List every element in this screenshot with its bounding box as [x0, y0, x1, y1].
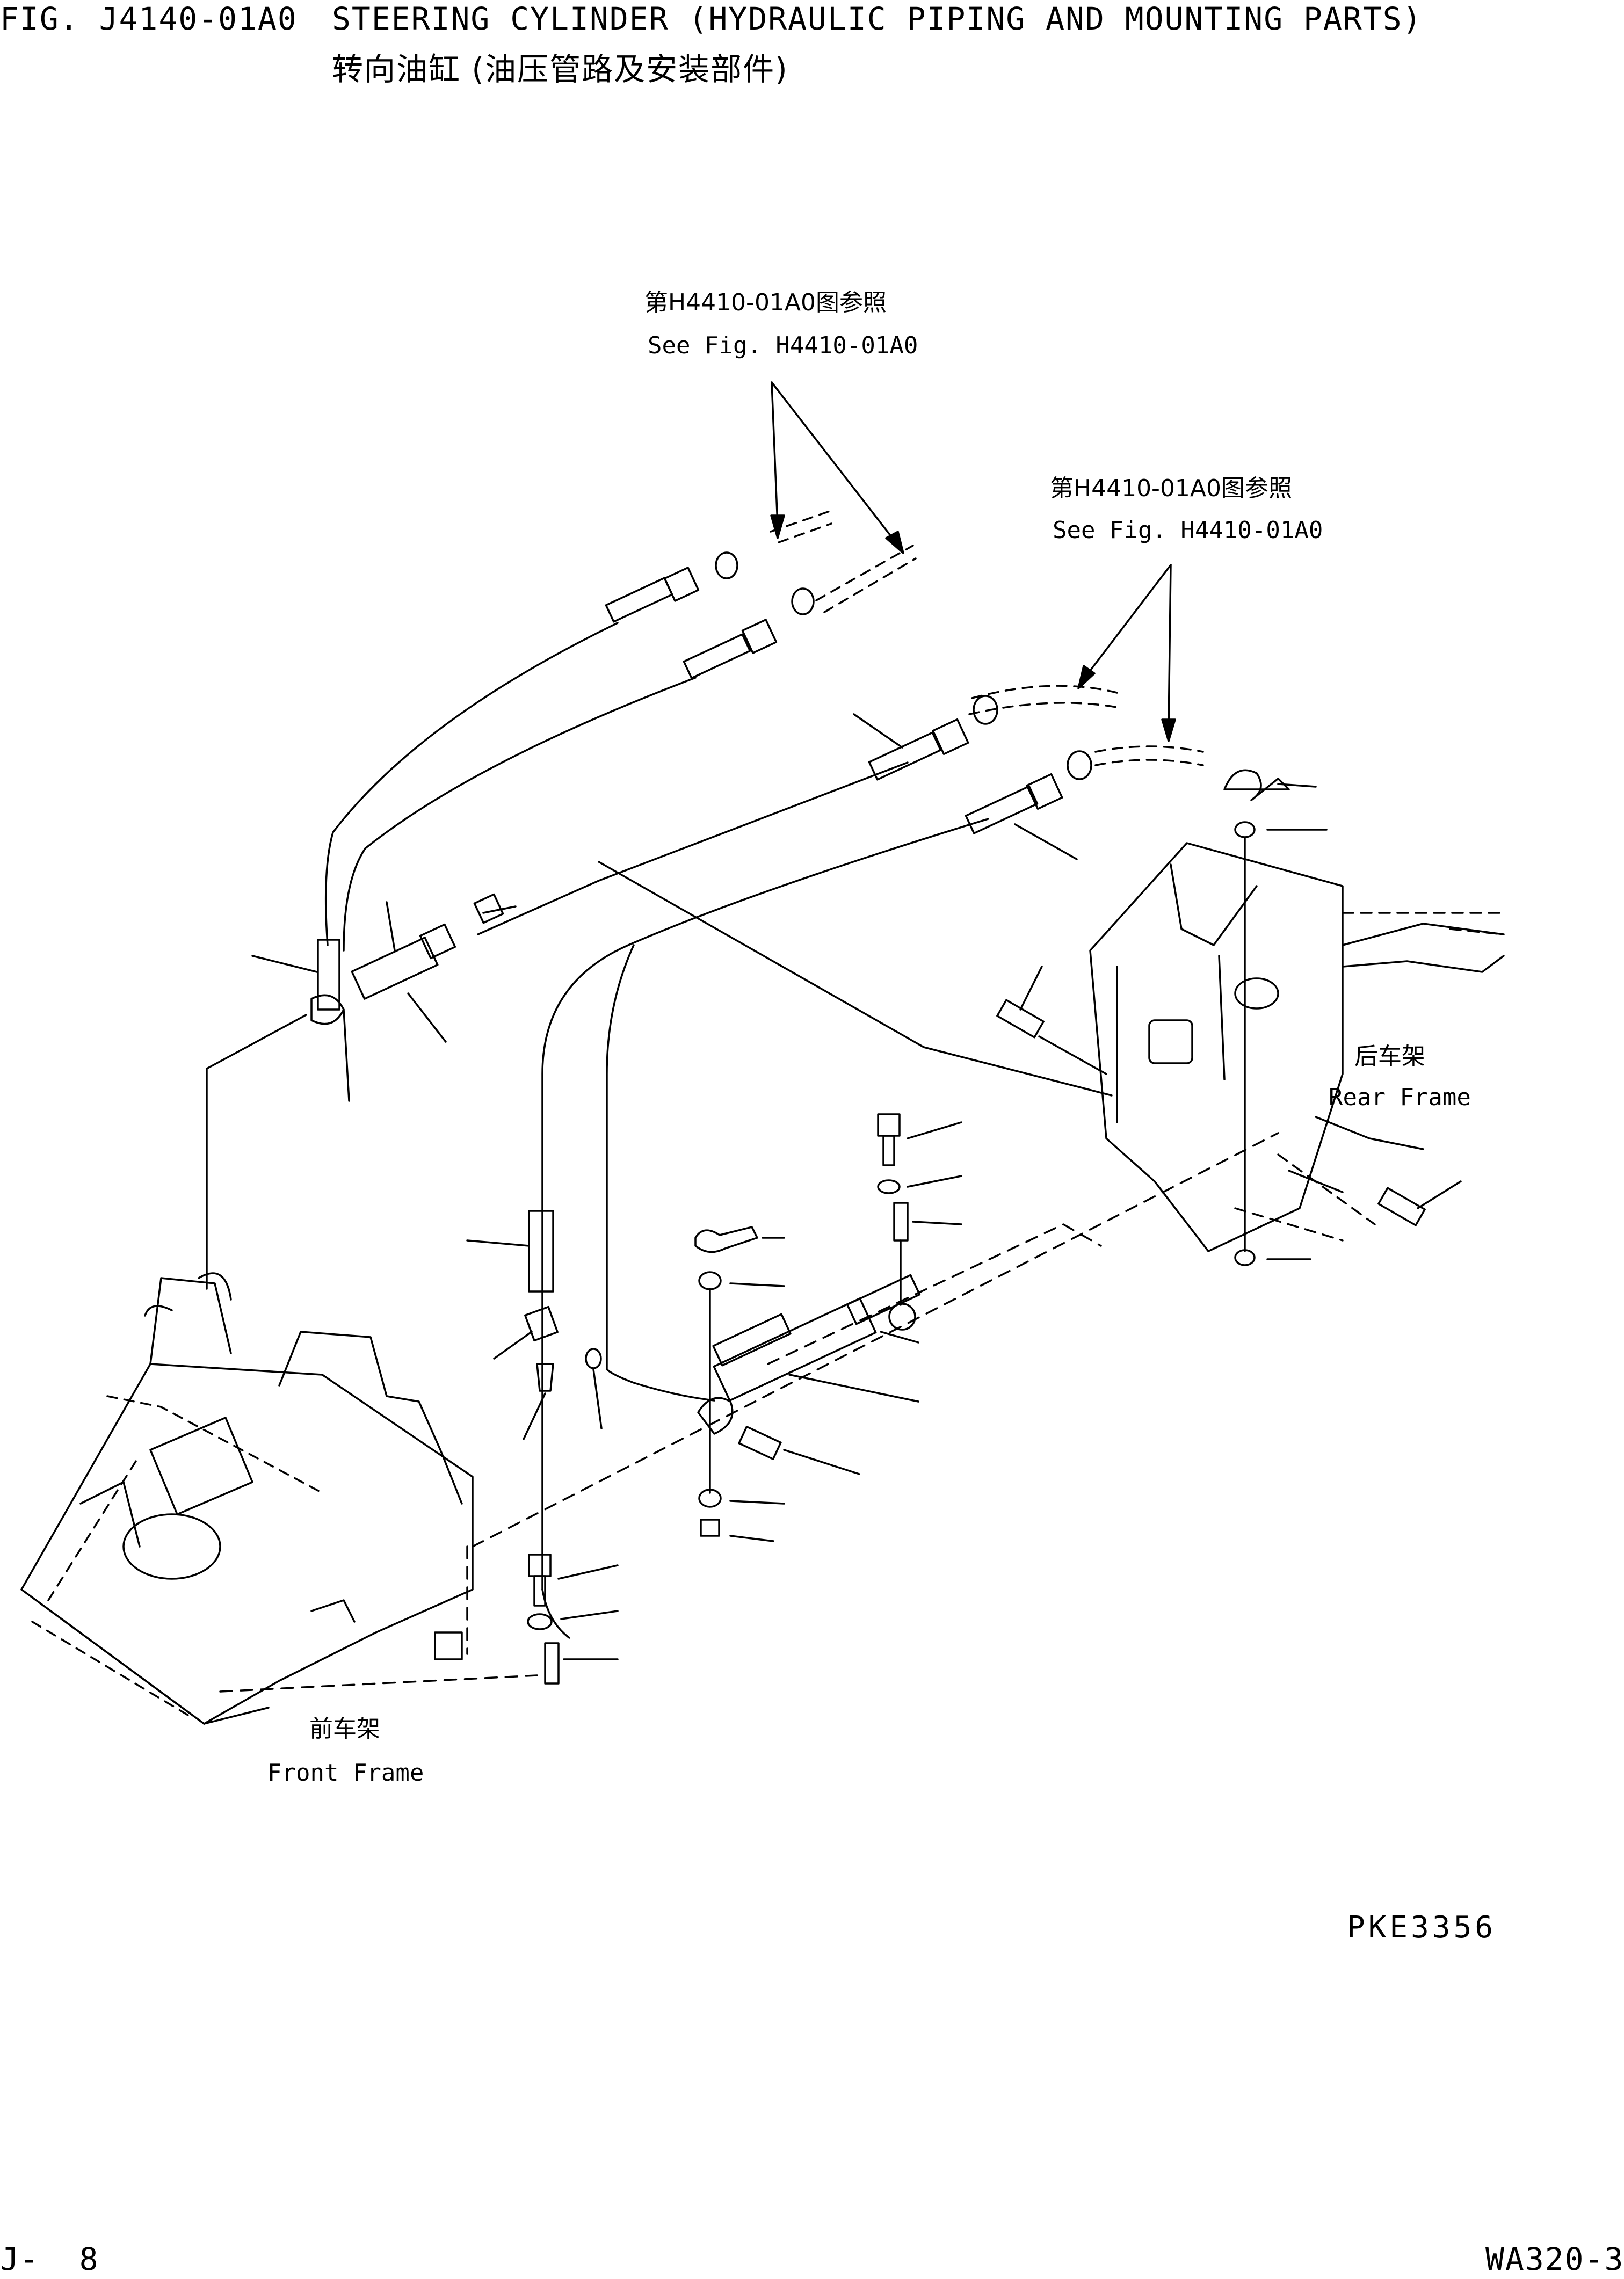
ref-1-arrows: [771, 382, 903, 553]
ref-2-en: See Fig. H4410-01A0: [1053, 517, 1323, 544]
figure-title-cn: 转向油缸 (油压管路及安装部件): [332, 51, 788, 88]
pipe-fittings-top: [606, 553, 1091, 859]
front-frame: [21, 1273, 473, 1724]
left-valve-block: [252, 894, 516, 1101]
rear-frame: [1090, 843, 1504, 1251]
rear-frame-dashed: [1235, 913, 1504, 1240]
figure-code: FIG. J4140-01A0: [0, 1, 298, 37]
ref-2-cn: 第H4410-01A0图参照: [1050, 475, 1293, 502]
ref-2-arrows: [1078, 565, 1175, 741]
hydraulic-pipes: [326, 623, 988, 1638]
mounting-lines: [207, 862, 1112, 1289]
figure-title-en: STEERING CYLINDER (HYDRAULIC PIPING AND …: [332, 1, 1423, 37]
ref-1-cn: 第H4410-01A0图参照: [644, 289, 887, 316]
assembly-lines: [220, 1133, 1278, 1692]
pipe-continuations: [771, 511, 1203, 765]
cylinder-mounting-hardware: [467, 1114, 961, 1683]
model-code: WA320-3: [1485, 2241, 1624, 2277]
front-frame-label-cn: 前车架: [309, 1715, 380, 1743]
rear-frame-label-cn: 后车架: [1354, 1043, 1425, 1070]
front-frame-label-en: Front Frame: [267, 1759, 424, 1787]
page-number: J- 8: [0, 2241, 99, 2277]
rear-pin: [997, 770, 1461, 1265]
front-frame-dashed: [32, 1396, 322, 1718]
steering-cylinder: [698, 1275, 919, 1434]
drawing-code: PKE3356: [1347, 1910, 1497, 1945]
ref-1-en: See Fig. H4410-01A0: [648, 332, 918, 359]
